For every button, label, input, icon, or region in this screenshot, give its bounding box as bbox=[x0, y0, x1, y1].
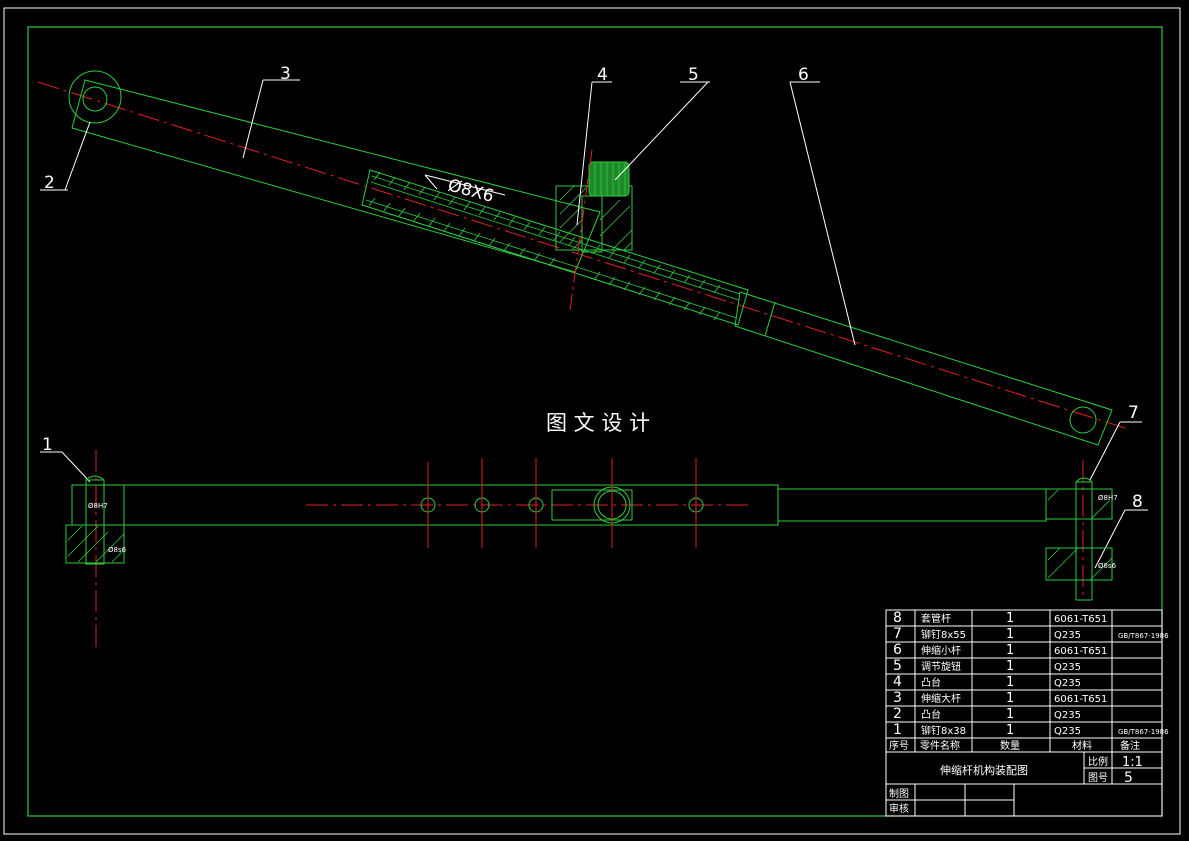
bom-cell-qty: 1 bbox=[1006, 675, 1014, 690]
left-rivet bbox=[85, 479, 105, 565]
drawn-label: 制图 bbox=[889, 787, 909, 800]
bom-cell-no: 3 bbox=[893, 690, 902, 706]
header-qty: 数量 bbox=[1000, 739, 1020, 752]
left-boss bbox=[65, 524, 125, 564]
watermark-text: 图 文 设 计 bbox=[546, 411, 650, 435]
bom-cell-material: Q235 bbox=[1054, 630, 1081, 641]
rod-centerline bbox=[37, 81, 1126, 429]
bom-cell-no: 2 bbox=[893, 706, 902, 722]
right-sleeve bbox=[1045, 547, 1113, 581]
fit-mark-left-top: Ø8H7 bbox=[88, 502, 108, 510]
small-rod-step bbox=[764, 301, 776, 337]
drawing-no-value: 5 bbox=[1124, 770, 1133, 786]
bom-cell-qty: 1 bbox=[1006, 707, 1014, 722]
balloon-7: 7 bbox=[1128, 403, 1139, 423]
boss-hatch bbox=[559, 185, 633, 251]
bottom-view bbox=[65, 450, 1113, 650]
right-end-body bbox=[1045, 488, 1113, 520]
drawing-no-label: 图号 bbox=[1088, 772, 1108, 784]
balloon-5: 5 bbox=[688, 65, 699, 85]
fit-marks: Ø8H7 Ø8s6 Ø8H7 Ø8s6 bbox=[88, 494, 1118, 570]
bom-cell-material: Q235 bbox=[1054, 726, 1081, 737]
scale-label: 比例 bbox=[1088, 755, 1108, 768]
header-name: 零件名称 bbox=[920, 739, 960, 752]
bom-cell-material: Q235 bbox=[1054, 678, 1081, 689]
right-rivet bbox=[1075, 481, 1093, 601]
balloon-8: 8 bbox=[1132, 492, 1143, 512]
title-block: 伸缩杆机构装配图 比例 1:1 图号 5 制图 审核 bbox=[889, 755, 1143, 815]
big-rod-outline bbox=[71, 79, 601, 273]
drawing-title: 伸缩杆机构装配图 bbox=[940, 763, 1028, 777]
bom-cell-name: 凸台 bbox=[921, 676, 941, 689]
bom-cell-name: 铆钉8x55 bbox=[921, 628, 966, 641]
bom-cell-qty: 1 bbox=[1006, 611, 1014, 626]
balloon-1: 1 bbox=[42, 435, 53, 455]
bom-cell-name: 铆钉8x38 bbox=[921, 724, 966, 737]
inner-border bbox=[27, 26, 1163, 817]
bottom-small-rod bbox=[777, 488, 1047, 522]
bom-cell-qty: 1 bbox=[1006, 627, 1014, 642]
balloon-6: 6 bbox=[798, 65, 809, 85]
fit-mark-left-bottom: Ø8s6 bbox=[108, 546, 127, 554]
fit-mark-right-top: Ø8H7 bbox=[1098, 494, 1118, 502]
bom-table bbox=[885, 609, 1163, 817]
outer-border bbox=[3, 7, 1181, 835]
bom-cell-no: 6 bbox=[893, 642, 902, 658]
bom-cell-no: 1 bbox=[893, 722, 902, 738]
bom-cell-note: GB/T867-1986 bbox=[1118, 632, 1169, 640]
right-eye-hole bbox=[1069, 406, 1097, 434]
small-rod-outline bbox=[734, 291, 1113, 446]
bom-cell-material: 6061-T651 bbox=[1054, 694, 1107, 705]
balloon-labels: 2 3 4 5 6 7 1 8 bbox=[42, 64, 1143, 512]
bom-cell-qty: 1 bbox=[1006, 723, 1014, 738]
balloon-2: 2 bbox=[44, 173, 55, 193]
bom-cell-material: Q235 bbox=[1054, 662, 1081, 673]
left-eye-hole bbox=[82, 86, 108, 112]
bom-cell-name: 调节旋钮 bbox=[921, 660, 961, 673]
header-note: 备注 bbox=[1120, 739, 1140, 752]
balloon-3: 3 bbox=[280, 64, 291, 84]
bom-header: 序号 零件名称 数量 材料 备注 bbox=[889, 739, 1140, 752]
balloon-4: 4 bbox=[597, 65, 608, 85]
bom-cell-no: 8 bbox=[893, 610, 902, 626]
fit-mark-right-bottom: Ø8s6 bbox=[1098, 562, 1117, 570]
bom-cell-no: 4 bbox=[893, 674, 902, 690]
bom-cell-no: 5 bbox=[893, 658, 902, 674]
leader-lines bbox=[40, 79, 1148, 569]
top-view bbox=[37, 70, 1126, 446]
bom-cell-qty: 1 bbox=[1006, 691, 1014, 706]
bom-cell-note: GB/T867-1986 bbox=[1118, 728, 1169, 736]
bom-cell-material: Q235 bbox=[1054, 710, 1081, 721]
bom-cell-name: 套管杆 bbox=[921, 612, 951, 625]
bom-cell-qty: 1 bbox=[1006, 643, 1014, 658]
bom-cell-name: 凸台 bbox=[921, 708, 941, 721]
scale-value: 1:1 bbox=[1122, 755, 1143, 770]
knob-screw bbox=[581, 195, 603, 253]
checked-label: 审核 bbox=[889, 802, 909, 815]
header-no: 序号 bbox=[889, 739, 909, 752]
bom-cell-material: 6061-T651 bbox=[1054, 646, 1107, 657]
bom-cell-name: 伸缩小杆 bbox=[921, 644, 961, 657]
bom-cell-name: 伸缩大杆 bbox=[921, 692, 961, 705]
left-eye-outer bbox=[68, 70, 122, 124]
header-material: 材料 bbox=[1072, 739, 1092, 752]
bottom-boss bbox=[551, 489, 633, 521]
bom-cell-material: 6061-T651 bbox=[1054, 614, 1107, 625]
bom-cell-qty: 1 bbox=[1006, 659, 1014, 674]
sleeve-hatch bbox=[365, 171, 741, 321]
bom-cell-no: 7 bbox=[893, 626, 902, 642]
